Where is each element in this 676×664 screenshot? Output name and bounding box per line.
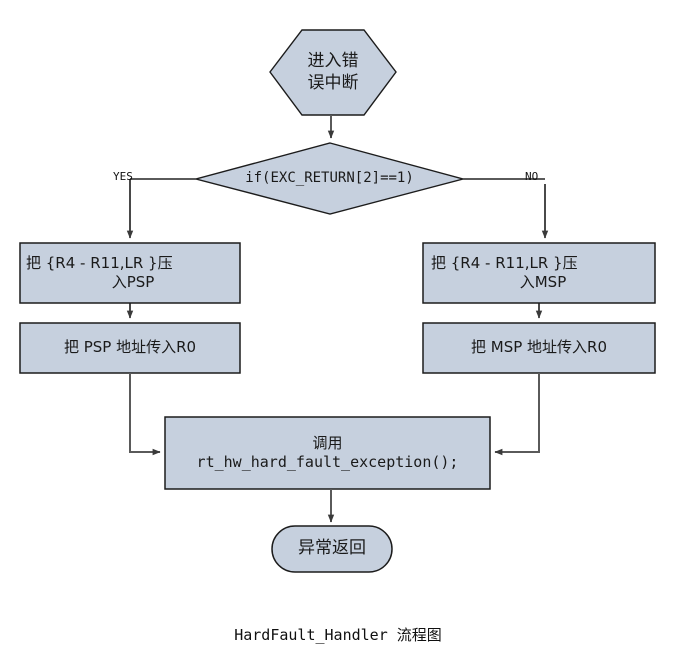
node-push-msp-shape <box>422 242 656 304</box>
node-call-handler-shape <box>164 416 491 490</box>
edge-msp-r0-to-call <box>494 373 540 456</box>
node-push-psp-shape <box>19 242 241 304</box>
node-start-shape <box>269 29 397 116</box>
node-decision-shape <box>193 142 466 215</box>
node-msp-to-r0-shape <box>422 322 656 374</box>
figure-caption: HardFault_Handler 流程图 <box>234 626 442 644</box>
edge-psp-r0-to-call <box>129 373 161 456</box>
node-exception-return-shape <box>271 525 393 573</box>
edge-label-no: NO <box>525 170 539 183</box>
node-psp-to-r0-shape <box>19 322 241 374</box>
edge-label-yes: YES <box>113 170 133 183</box>
